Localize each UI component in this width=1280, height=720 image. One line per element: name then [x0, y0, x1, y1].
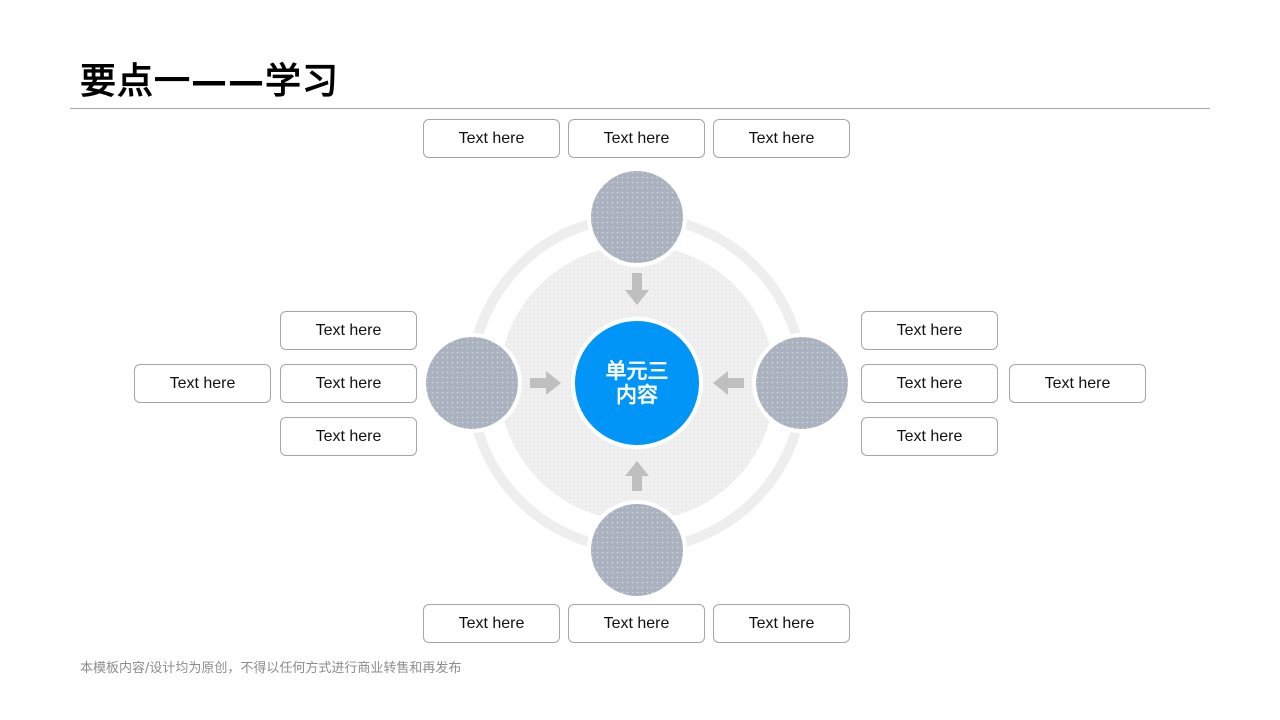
center-node	[571, 317, 703, 449]
text-box-bottom-2[interactable]: Text here	[568, 604, 705, 643]
text-box-right-4[interactable]: Text here	[861, 417, 998, 456]
node-top	[587, 167, 687, 267]
page-title: 要点一——学习	[80, 61, 340, 102]
text-box-top-3[interactable]: Text here	[713, 119, 850, 158]
arrow-left-icon	[713, 371, 744, 395]
text-box-left-2[interactable]: Text here	[134, 364, 271, 403]
text-box-bottom-3[interactable]: Text here	[713, 604, 850, 643]
arrow-down-icon	[625, 273, 649, 305]
node-left	[422, 333, 522, 433]
center-label: 单元三 内容	[575, 321, 699, 445]
text-box-bottom-1[interactable]: Text here	[423, 604, 560, 643]
text-box-top-1[interactable]: Text here	[423, 119, 560, 158]
node-bottom	[587, 500, 687, 600]
node-right	[752, 333, 852, 433]
text-box-top-2[interactable]: Text here	[568, 119, 705, 158]
text-box-left-3[interactable]: Text here	[280, 364, 417, 403]
center-label-line1: 单元三	[605, 359, 669, 383]
title-divider	[70, 108, 1210, 109]
text-box-right-2[interactable]: Text here	[861, 364, 998, 403]
text-box-left-1[interactable]: Text here	[280, 311, 417, 350]
text-box-right-1[interactable]: Text here	[861, 311, 998, 350]
text-box-left-4[interactable]: Text here	[280, 417, 417, 456]
text-box-right-3[interactable]: Text here	[1009, 364, 1146, 403]
arrow-up-icon	[625, 461, 649, 491]
arrow-right-icon	[530, 371, 561, 395]
center-label-line2: 内容	[616, 383, 658, 407]
footer-note: 本模板内容/设计均为原创，不得以任何方式进行商业转售和再发布	[80, 661, 462, 676]
